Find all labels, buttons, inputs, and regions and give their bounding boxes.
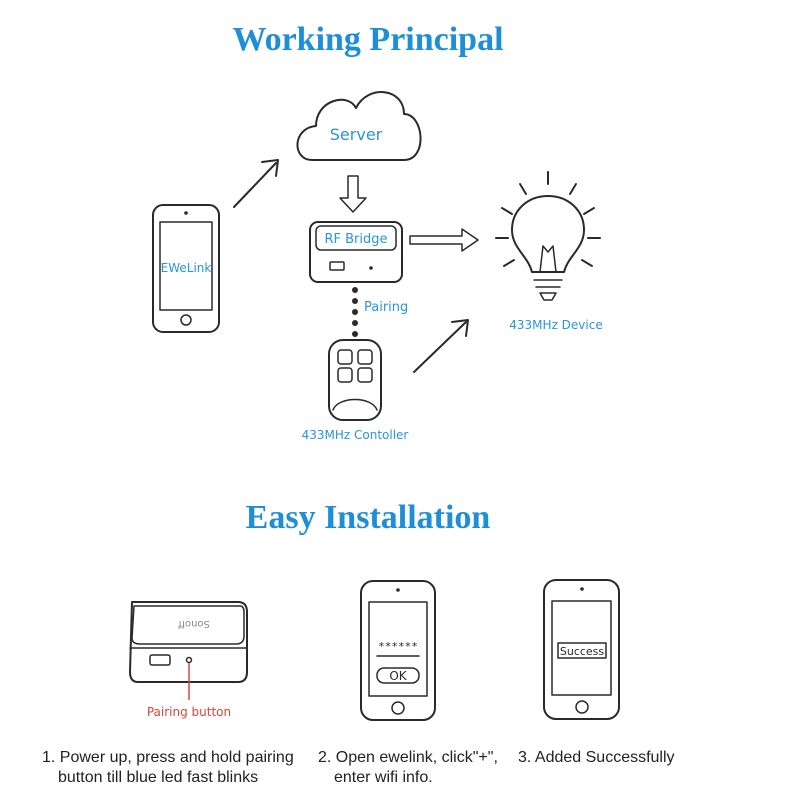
device-label: 433MHz Device: [509, 318, 602, 332]
working-principal-title: Working Principal: [232, 21, 503, 58]
rf-bridge-label: RF Bridge: [324, 232, 387, 247]
step-3-caption: 3. Added Successfully: [518, 748, 675, 768]
arrow-controller-to-device: [413, 319, 469, 373]
arrow-phone-to-server: [233, 159, 279, 208]
lightbulb-icon: [495, 171, 601, 301]
step-1-caption: 1. Power up, press and hold pairing butt…: [42, 748, 294, 788]
pairing-label: Pairing: [364, 300, 408, 315]
sonoff-hub: Sonoff: [129, 601, 248, 700]
pairing-dots: [352, 287, 358, 337]
ewelink-label: EWeLink: [161, 261, 212, 275]
arrow-server-to-bridge: [339, 175, 367, 213]
step-2-caption: 2. Open ewelink, click"+", enter wifi in…: [318, 748, 498, 788]
password-mask: ******: [378, 640, 418, 653]
pairing-button-label: Pairing button: [147, 705, 231, 719]
server-cloud: Server: [296, 91, 422, 161]
step-1-line-1: 1. Power up, press and hold pairing: [42, 749, 294, 766]
ok-button-label: OK: [389, 669, 407, 683]
server-label: Server: [330, 125, 383, 144]
step-3-line-1: 3. Added Successfully: [518, 749, 675, 766]
easy-installation-title: Easy Installation: [246, 499, 491, 536]
controller-label: 433MHz Contoller: [302, 428, 409, 442]
arrow-bridge-to-device: [409, 228, 479, 252]
phone-password-entry: ****** OK: [360, 580, 436, 721]
step-2-line-1: 2. Open ewelink, click"+",: [318, 749, 498, 766]
phone-success: Success: [543, 579, 620, 720]
ewelink-phone: EWeLink: [152, 204, 220, 333]
light-rays: [495, 171, 601, 267]
step-1-line-2: button till blue led fast blinks: [58, 769, 259, 786]
rf-bridge-device: RF Bridge: [309, 221, 403, 283]
remote-controller: [328, 339, 382, 421]
step-2-line-2: enter wifi info.: [334, 769, 433, 786]
hub-brand-label: Sonoff: [177, 618, 210, 629]
success-label: Success: [560, 645, 605, 658]
